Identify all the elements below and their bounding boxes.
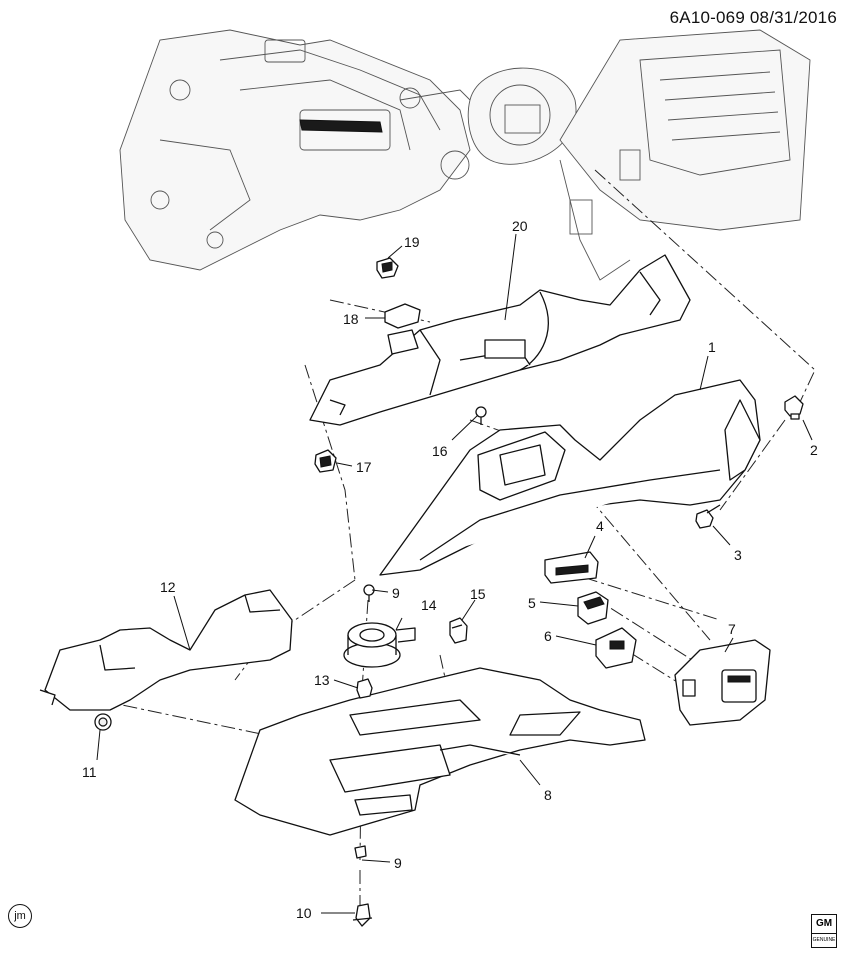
part-1-lower-trim-panel [379,379,761,576]
callout-5: 5 [528,595,536,611]
callout-1: 1 [708,339,716,355]
part-14-speaker [343,622,416,668]
gm-logo: GM GENUINE [811,914,837,948]
part-8-lower-closeout-panel [234,667,646,836]
callout-2: 2 [810,442,818,458]
part-19-clip [376,257,399,279]
callout-19: 19 [404,234,420,250]
callout-4: 4 [596,518,604,534]
callout-10: 10 [296,905,312,921]
part-9-upper-screw [363,584,375,602]
part-2-push-nut [784,395,804,420]
artist-initials-mark: jm [8,904,32,928]
part-13-clip [356,678,373,699]
part-4-switch [544,551,599,584]
callout-11: 11 [82,764,97,780]
part-16-screw [475,406,487,425]
instrument-panel-background [119,29,811,281]
callout-9-upper: 9 [392,585,400,601]
callout-13: 13 [314,672,330,688]
part-7-switch-bezel [674,639,771,726]
part-20-knee-bolster-bracket [309,254,691,426]
part-6-switch [595,627,637,669]
part-17-clip [314,449,337,473]
callout-17: 17 [356,459,372,475]
callout-labels: 1 2 3 4 5 6 7 8 9 9 10 11 12 13 14 15 16… [82,218,818,921]
gm-logo-top: GM [815,918,833,929]
part-15-clip [449,617,468,644]
callout-7: 7 [728,621,736,637]
part-10-bolt [352,903,373,927]
gm-logo-bottom: GENUINE [812,933,836,946]
part-18-module [384,303,421,355]
callout-15: 15 [470,586,486,602]
callout-9-lower: 9 [394,855,402,871]
part-11-nut [94,713,112,731]
callout-16: 16 [432,443,448,459]
callout-14: 14 [421,597,437,613]
callout-12: 12 [160,579,176,595]
callout-6: 6 [544,628,552,644]
part-9-lower-screw [354,845,367,859]
part-12-air-duct [39,589,293,711]
part-3-screw [695,504,721,529]
callout-20: 20 [512,218,528,234]
callout-3: 3 [734,547,742,563]
callout-18: 18 [343,311,359,327]
diagram-ref-code: 6A10-069 08/31/2016 [669,8,837,27]
leader-lines [96,233,813,914]
callout-8: 8 [544,787,552,803]
part-5-switch [577,591,609,625]
